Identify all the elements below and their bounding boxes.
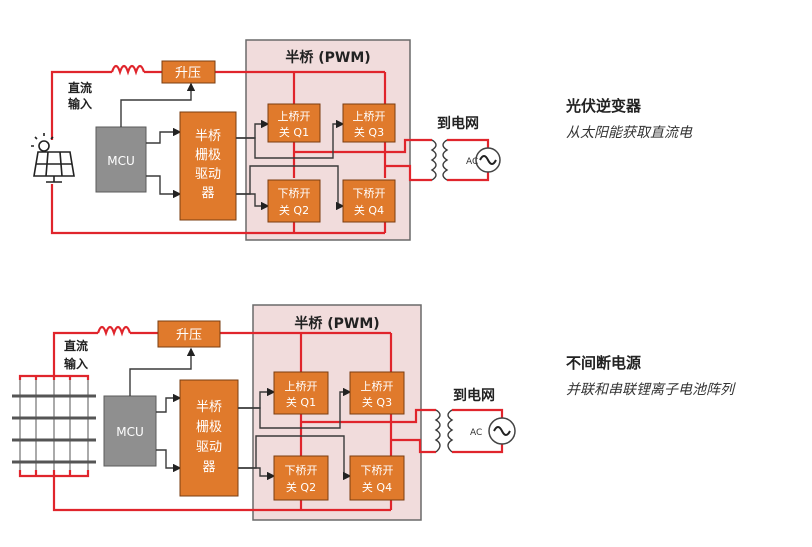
svg-text:驱动: 驱动 [196, 440, 222, 455]
dc-input-wire-top [50, 70, 112, 140]
svg-text:上桥开: 上桥开 [278, 110, 311, 123]
svg-text:关 Q3: 关 Q3 [354, 125, 384, 139]
dc-return-wire [52, 475, 393, 512]
pv-inverter-diagram: AC 直流 输入 升压 MCU 半桥 栅极 驱动 器 [31, 39, 501, 241]
svg-text:下桥开: 下桥开 [285, 464, 318, 477]
inductor-icon [96, 325, 132, 337]
transformer-primary-icon [434, 409, 441, 453]
svg-text:关 Q2: 关 Q2 [286, 480, 316, 494]
ac-label: AC [466, 157, 478, 167]
svg-text:关 Q4: 关 Q4 [354, 203, 384, 217]
switch-q4 [342, 179, 396, 223]
svg-text:驱动: 驱动 [195, 167, 221, 182]
svg-text:关 Q2: 关 Q2 [279, 203, 309, 217]
svg-text:关 Q3: 关 Q3 [362, 395, 392, 409]
svg-text:上桥开: 上桥开 [353, 110, 386, 123]
boost-label: 升压 [175, 66, 201, 81]
battery-array-icon [12, 374, 96, 478]
pv-inverter-caption: 光伏逆变器 从太阳能获取直流电 [566, 95, 692, 142]
mcu-block [103, 395, 157, 467]
switch-q1 [273, 371, 329, 415]
solar-panel-icon [31, 133, 75, 183]
ups-caption: 不间断电源 并联和串联锂离子电池阵列 [566, 352, 734, 399]
dc-return-wire [50, 184, 385, 235]
svg-text:下桥开: 下桥开 [361, 464, 394, 477]
mcu-label: MCU [116, 425, 144, 439]
svg-text:上桥开: 上桥开 [285, 380, 318, 393]
svg-text:器: 器 [201, 186, 214, 201]
switch-q1 [267, 103, 321, 143]
svg-text:上桥开: 上桥开 [361, 380, 394, 393]
switch-q3 [342, 103, 396, 143]
svg-text:器: 器 [202, 460, 215, 475]
svg-text:关 Q1: 关 Q1 [286, 395, 316, 409]
ups-diagram: AC 直流 输入 升压 MCU 半桥 [12, 304, 516, 521]
svg-text:半桥: 半桥 [196, 400, 222, 415]
svg-text:下桥开: 下桥开 [278, 187, 311, 200]
dc-input-wire-top [52, 331, 98, 375]
ac-label: AC [470, 428, 482, 438]
svg-text:半桥: 半桥 [195, 129, 221, 144]
caption-subtitle: 从太阳能获取直流电 [566, 125, 692, 141]
gate-driver-block [179, 111, 237, 221]
switch-q3 [349, 371, 405, 415]
svg-text:栅极: 栅极 [195, 148, 221, 163]
svg-text:关 Q4: 关 Q4 [362, 480, 392, 494]
caption-title: 不间断电源 [566, 354, 642, 372]
inductor-icon [110, 64, 146, 76]
dc-input-label-line1: 直流 [64, 338, 88, 353]
transformer-secondary-icon [442, 139, 449, 181]
svg-text:关 Q1: 关 Q1 [279, 125, 309, 139]
switch-q4 [349, 455, 405, 501]
transformer-primary-icon [430, 139, 437, 181]
dc-input-label-line2: 输入 [64, 356, 88, 371]
boost-label: 升压 [176, 328, 202, 343]
mcu-label: MCU [107, 154, 135, 168]
svg-text:下桥开: 下桥开 [353, 187, 386, 200]
to-grid-label: 到电网 [453, 387, 495, 404]
switch-q2 [267, 179, 321, 223]
caption-title: 光伏逆变器 [566, 97, 642, 115]
mcu-block [95, 126, 147, 193]
boost-block [157, 320, 221, 348]
dc-input-label-line1: 直流 [68, 80, 92, 95]
transformer-secondary-icon [447, 409, 454, 453]
half-bridge-title: 半桥 (PWM) [294, 315, 379, 332]
svg-text:栅极: 栅极 [196, 420, 222, 435]
to-grid-label: 到电网 [437, 115, 479, 132]
switch-q2 [273, 455, 329, 501]
dc-input-label-line2: 输入 [68, 96, 92, 111]
half-bridge-title: 半桥 (PWM) [285, 49, 370, 66]
gate-driver-block [179, 379, 239, 497]
caption-subtitle: 并联和串联锂离子电池阵列 [566, 382, 734, 398]
